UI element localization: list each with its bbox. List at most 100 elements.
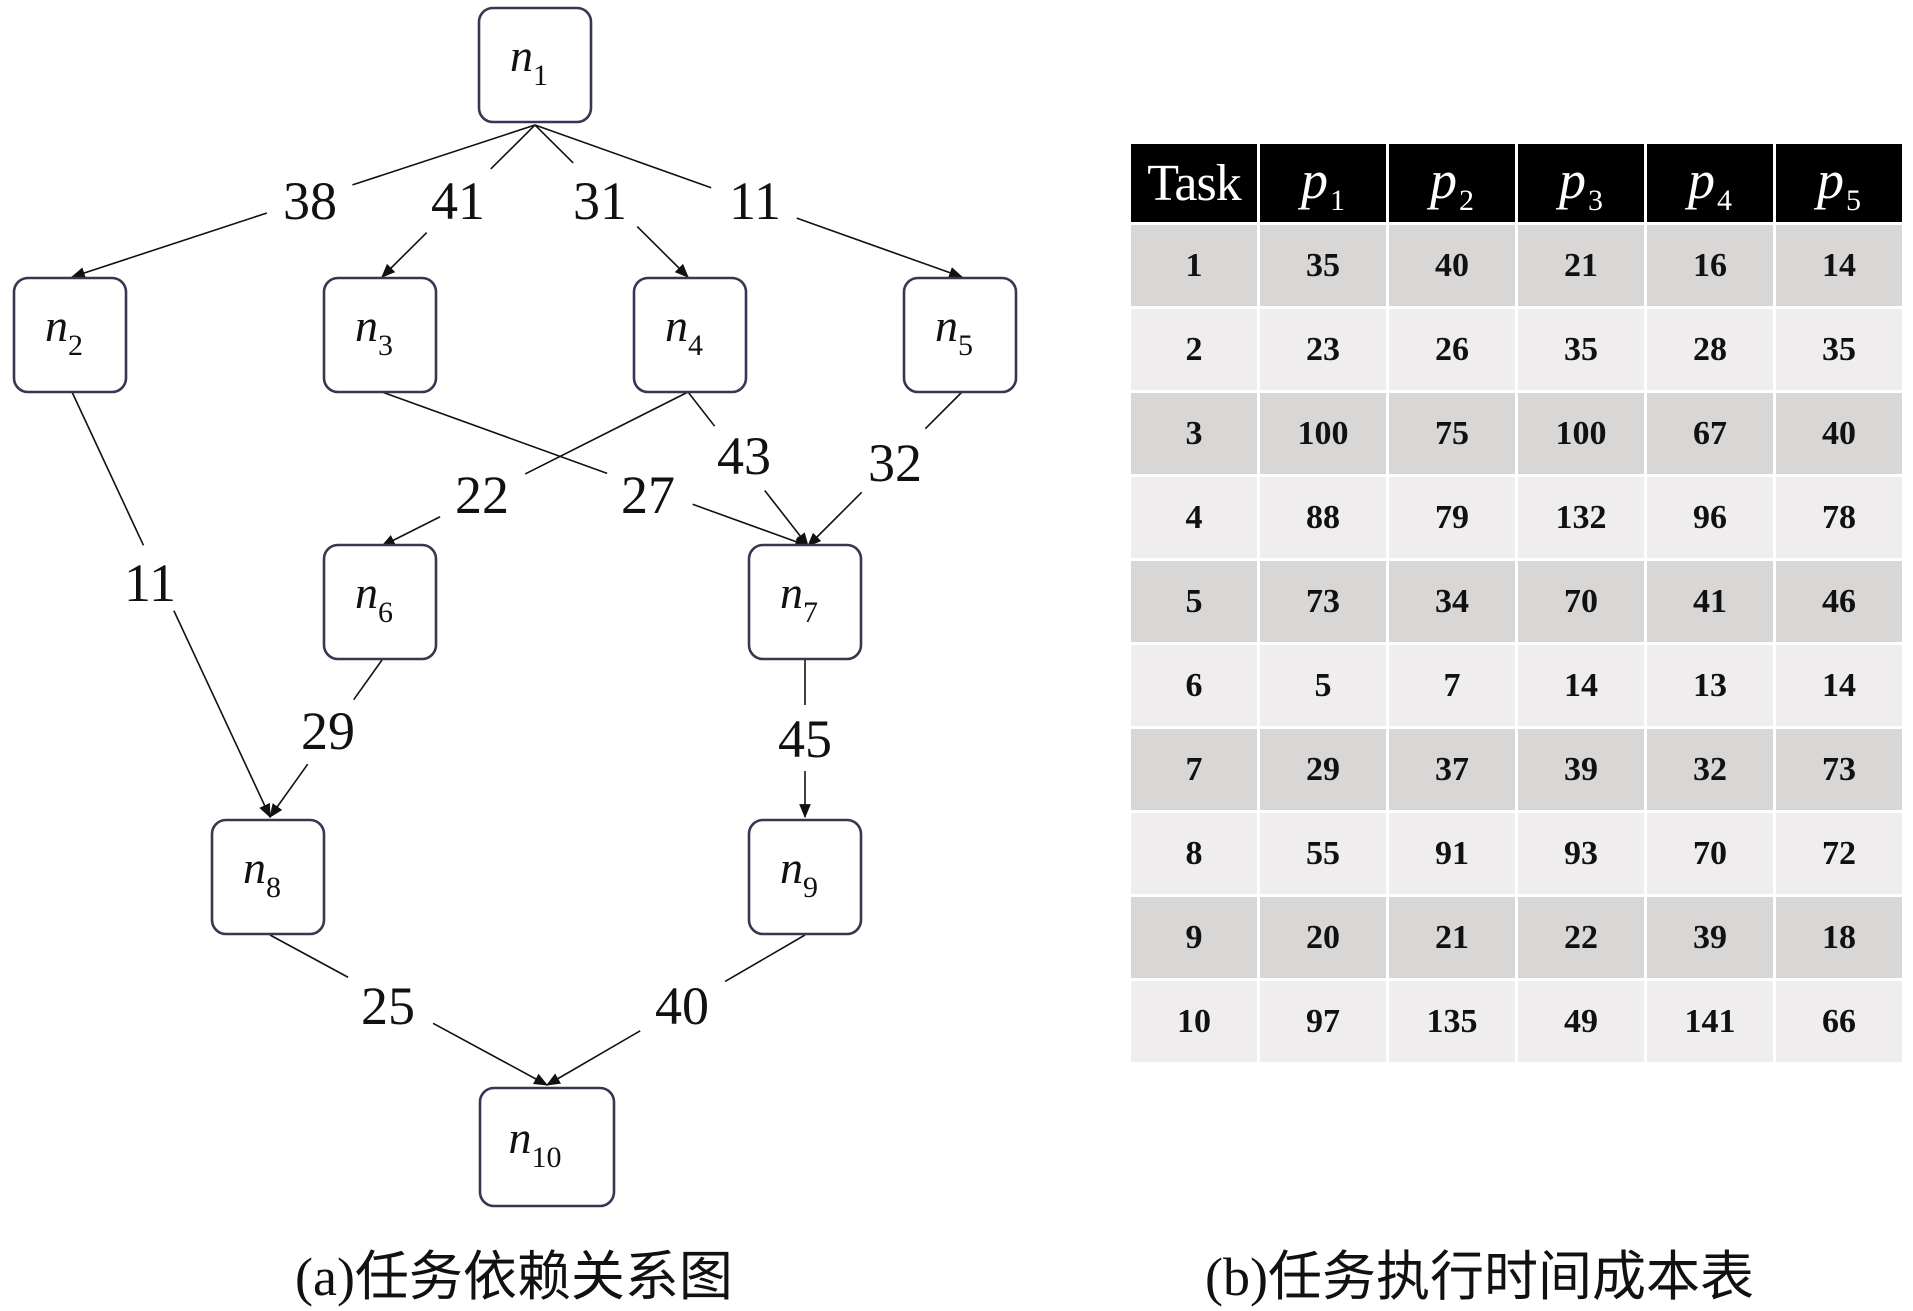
edge-weight-n9-n10: 40 xyxy=(655,976,709,1036)
diagram-caption: (a)任务依赖关系图 xyxy=(295,1247,733,1307)
edge-n3-n7-upper xyxy=(381,391,608,475)
node-label: n8 xyxy=(243,842,281,904)
cost-cell: 73 xyxy=(1260,561,1386,642)
edge-weight-n8-n10: 25 xyxy=(361,976,415,1036)
node-n1: n1 xyxy=(477,6,593,124)
cost-cell: 73 xyxy=(1776,729,1902,810)
node-subscript: 1 xyxy=(533,59,548,92)
header-processor-1: p1 xyxy=(1260,144,1386,222)
cost-cell: 5 xyxy=(1260,645,1386,726)
node-box xyxy=(322,543,438,661)
cost-cell: 100 xyxy=(1518,393,1644,474)
edge-n1-n5-lower xyxy=(796,217,964,279)
node-n8: n8 xyxy=(210,818,326,936)
cost-cell: 96 xyxy=(1647,477,1773,558)
edge-n4-n7-lower xyxy=(764,490,809,547)
cost-cell: 49 xyxy=(1518,981,1644,1062)
cost-cell: 66 xyxy=(1776,981,1902,1062)
node-box xyxy=(12,276,128,394)
node-subscript: 8 xyxy=(266,871,281,904)
node-subscript: 6 xyxy=(378,596,393,629)
cost-cell: 35 xyxy=(1776,309,1902,390)
node-box xyxy=(632,276,748,394)
node-subscript: 3 xyxy=(378,329,393,362)
node-box xyxy=(747,543,863,661)
node-box xyxy=(477,6,593,124)
edge-n4-n6-upper xyxy=(524,391,689,475)
node-label: n6 xyxy=(355,567,393,629)
edge-n2-n8-lower xyxy=(173,610,271,819)
task-id-cell: 8 xyxy=(1131,813,1257,894)
cost-cell: 135 xyxy=(1389,981,1515,1062)
cost-cell: 67 xyxy=(1647,393,1773,474)
table-caption: (b)任务执行时间成本表 xyxy=(1205,1247,1754,1307)
edge-n9-n10-lower xyxy=(545,1030,641,1086)
node-label: n3 xyxy=(355,300,393,362)
edge-weight-n1-n3: 41 xyxy=(431,171,485,231)
node-box xyxy=(478,1086,616,1208)
cost-cell: 32 xyxy=(1647,729,1773,810)
task-id-cell: 1 xyxy=(1131,225,1257,306)
cost-cell: 34 xyxy=(1389,561,1515,642)
cost-cell: 18 xyxy=(1776,897,1902,978)
task-id-cell: 9 xyxy=(1131,897,1257,978)
cost-cell: 21 xyxy=(1389,897,1515,978)
cost-cell: 14 xyxy=(1776,645,1902,726)
task-id-cell: 10 xyxy=(1131,981,1257,1062)
node-n10: n10 xyxy=(478,1086,616,1208)
edge-weight-n1-n5: 11 xyxy=(729,171,781,231)
node-n3: n3 xyxy=(322,276,438,394)
node-letter: n xyxy=(243,842,266,893)
node-subscript: 9 xyxy=(803,871,818,904)
task-id-cell: 6 xyxy=(1131,645,1257,726)
cost-cell: 70 xyxy=(1647,813,1773,894)
edge-n1-n4-upper xyxy=(534,124,574,164)
task-id-cell: 3 xyxy=(1131,393,1257,474)
node-n6: n6 xyxy=(322,543,438,661)
cost-cell: 141 xyxy=(1647,981,1773,1062)
cost-cell: 72 xyxy=(1776,813,1902,894)
task-id-cell: 7 xyxy=(1131,729,1257,810)
edge-n8-n10-upper xyxy=(269,934,349,978)
cost-cell: 13 xyxy=(1647,645,1773,726)
edge-n8-n10-lower xyxy=(432,1022,549,1086)
node-letter: n xyxy=(780,567,803,618)
cost-cell: 100 xyxy=(1260,393,1386,474)
header-processor-2: p2 xyxy=(1389,144,1515,222)
node-subscript: 10 xyxy=(532,1141,562,1174)
node-box xyxy=(210,818,326,936)
processor-letter: p xyxy=(1301,149,1328,210)
cost-cell: 70 xyxy=(1518,561,1644,642)
node-label: n5 xyxy=(935,300,973,362)
cost-cell: 22 xyxy=(1518,897,1644,978)
cost-cell: 55 xyxy=(1260,813,1386,894)
header-processor-4: p4 xyxy=(1647,144,1773,222)
cost-cell: 14 xyxy=(1518,645,1644,726)
cost-cell: 88 xyxy=(1260,477,1386,558)
cost-cell: 40 xyxy=(1389,225,1515,306)
edge-n3-n7-lower xyxy=(692,503,810,548)
cost-cell: 28 xyxy=(1647,309,1773,390)
cost-cell: 46 xyxy=(1776,561,1902,642)
edge-n2-n8-upper xyxy=(71,391,145,546)
node-letter: n xyxy=(355,567,378,618)
processor-subscript: 1 xyxy=(1330,183,1345,217)
edge-n4-n6-lower xyxy=(380,516,441,547)
cost-cell: 97 xyxy=(1260,981,1386,1062)
cost-cell: 23 xyxy=(1260,309,1386,390)
node-n4: n4 xyxy=(632,276,748,394)
cost-cell: 40 xyxy=(1776,393,1902,474)
node-subscript: 5 xyxy=(958,329,973,362)
node-letter: n xyxy=(665,300,688,351)
cost-cell: 7 xyxy=(1389,645,1515,726)
node-n7: n7 xyxy=(747,543,863,661)
edge-n5-n7-lower xyxy=(807,491,863,547)
cost-cell: 35 xyxy=(1518,309,1644,390)
